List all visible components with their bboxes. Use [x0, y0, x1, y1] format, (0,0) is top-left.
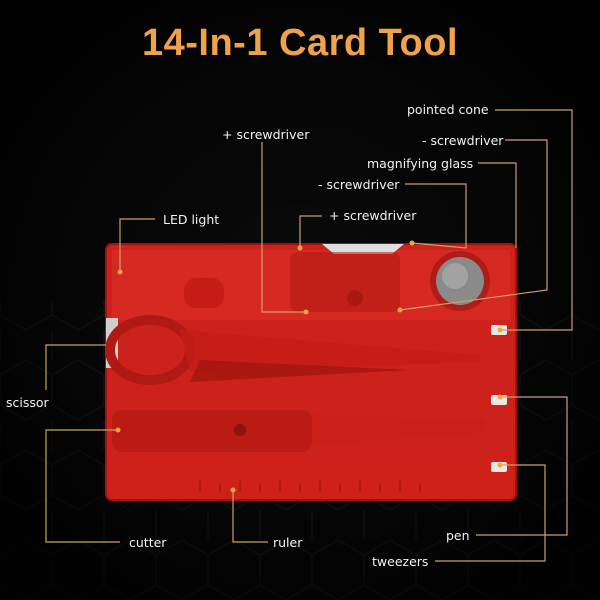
label-minus-screwdriver-mid: - screwdriver	[318, 177, 400, 192]
page-title: 14-In-1 Card Tool	[141, 22, 459, 64]
label-plus-screwdriver-top: + screwdriver	[222, 127, 310, 142]
screwdriver-blade	[322, 244, 404, 254]
label-magnifying-glass: magnifying glass	[367, 156, 474, 171]
leader-lines	[45, 109, 573, 562]
label-pointed-cone: pointed cone	[407, 102, 489, 117]
screwdriver-slot	[290, 252, 400, 312]
label-tweezers: tweezers	[372, 554, 429, 569]
ruler-tool	[112, 462, 510, 492]
scissor-tool	[105, 315, 480, 385]
magnifying-glass-tool	[430, 251, 490, 311]
label-cutter: cutter	[129, 535, 167, 550]
label-pen: pen	[446, 528, 470, 543]
label-plus-screwdriver-mid: + screwdriver	[329, 208, 417, 223]
label-led-light: LED light	[163, 212, 220, 227]
label-ruler: ruler	[273, 535, 303, 550]
label-scissor: scissor	[6, 395, 49, 410]
cutter-tool	[112, 410, 485, 452]
label-minus-screwdriver-right: - screwdriver	[422, 133, 504, 148]
leader-dots	[115, 240, 503, 493]
